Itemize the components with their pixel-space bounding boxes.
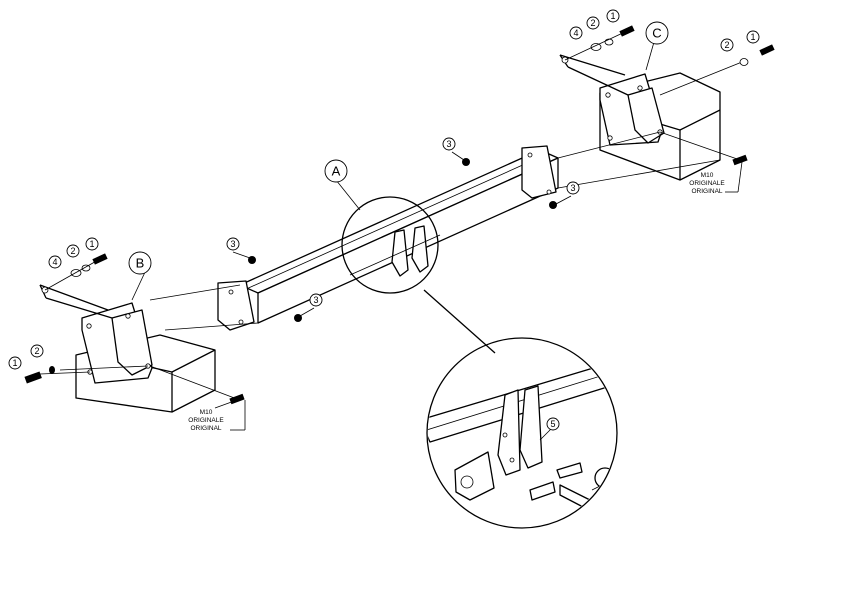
callout-nut-1: 3 <box>226 237 240 251</box>
svg-text:B: B <box>136 256 145 271</box>
svg-text:1: 1 <box>750 32 755 42</box>
callout-bolt-left-top: 1 <box>85 237 99 251</box>
bolt-note-right: M10 ORIGINALE ORIGINAL <box>689 172 725 195</box>
svg-text:2: 2 <box>34 346 39 356</box>
svg-text:ORIGINALE: ORIGINALE <box>689 180 725 187</box>
callout-c: C <box>645 21 669 45</box>
svg-text:1: 1 <box>610 11 615 21</box>
detail-source-circle <box>341 196 439 294</box>
callout-nut-4: 3 <box>566 181 580 195</box>
callout-towball: 5 <box>546 417 560 431</box>
svg-text:2: 2 <box>724 40 729 50</box>
callout-nut-2: 3 <box>309 293 323 307</box>
svg-text:ORIGINAL: ORIGINAL <box>190 425 221 432</box>
svg-text:3: 3 <box>446 139 451 149</box>
callout-bolt-right-far: 1 <box>746 30 760 44</box>
svg-text:4: 4 <box>573 28 578 38</box>
callout-a: A <box>324 159 348 183</box>
bolt-note-left: M10 ORIGINALE ORIGINAL <box>188 409 224 432</box>
svg-text:2: 2 <box>70 246 75 256</box>
svg-text:A: A <box>332 164 341 179</box>
svg-text:ORIGINAL: ORIGINAL <box>691 188 722 195</box>
callout-washer-right-top: 2 <box>586 16 600 30</box>
hardware <box>24 25 775 405</box>
svg-text:5: 5 <box>550 419 555 429</box>
svg-text:1: 1 <box>89 239 94 249</box>
svg-text:ORIGINALE: ORIGINALE <box>188 417 224 424</box>
svg-text:M10: M10 <box>200 409 213 416</box>
svg-text:M10: M10 <box>701 172 714 179</box>
left-bracket-assembly <box>39 284 259 413</box>
callout-washer-left-bottom: 2 <box>30 344 44 358</box>
svg-text:3: 3 <box>230 239 235 249</box>
callout-washer-left-top: 2 <box>66 244 80 258</box>
callout-bolt-left-bottom: 1 <box>8 356 22 370</box>
callout-spacer-right-top: 4 <box>569 26 583 40</box>
callout-spacer-left-top: 4 <box>48 255 62 269</box>
detail-magnified-circle <box>426 337 618 529</box>
svg-text:4: 4 <box>52 257 57 267</box>
callout-b: B <box>128 251 152 275</box>
towbar-socket-plate <box>454 451 495 501</box>
main-crossbar <box>217 145 559 331</box>
crossbar-left-plate <box>217 280 255 331</box>
svg-text:3: 3 <box>313 295 318 305</box>
callout-washer-right-far: 2 <box>720 38 734 52</box>
crossbar-right-plate <box>521 145 557 199</box>
svg-text:3: 3 <box>570 183 575 193</box>
leader-lines <box>131 41 743 431</box>
right-bracket-assembly <box>557 54 743 189</box>
svg-text:C: C <box>652 26 661 41</box>
svg-text:2: 2 <box>590 18 595 28</box>
callout-nut-3: 3 <box>442 137 456 151</box>
callout-bolt-right-top: 1 <box>606 9 620 23</box>
detail-zoom <box>341 196 618 529</box>
svg-text:1: 1 <box>12 358 17 368</box>
